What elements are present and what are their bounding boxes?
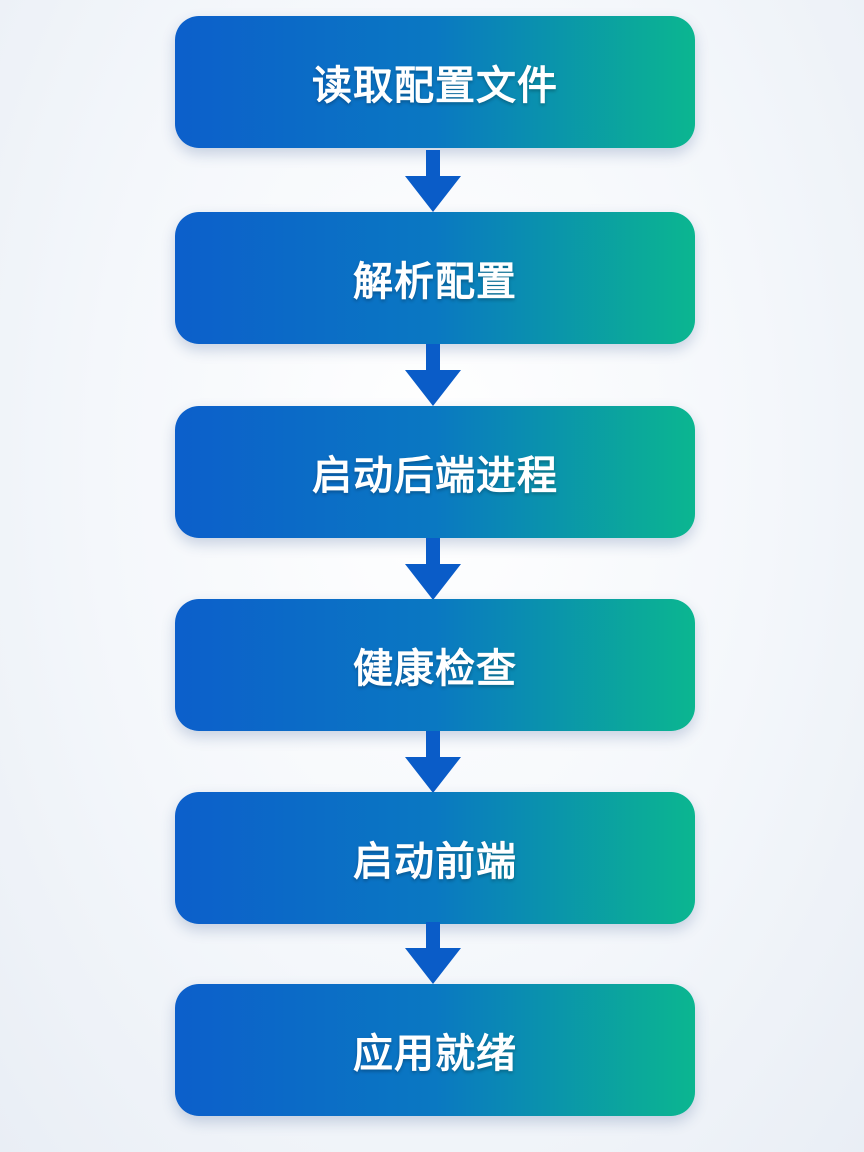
step-app-ready[interactable]: 应用就绪 (175, 984, 695, 1116)
step-read-config-file[interactable]: 读取配置文件 (175, 16, 695, 148)
step-health-check[interactable]: 健康检查 (175, 599, 695, 731)
arrow-down-icon (405, 538, 461, 600)
arrow-down-icon (405, 150, 461, 212)
arrow-down-icon (405, 731, 461, 793)
arrow-down-icon (405, 922, 461, 984)
step-start-frontend[interactable]: 启动前端 (175, 792, 695, 924)
step-label: 启动后端进程 (312, 453, 558, 499)
step-label: 健康检查 (353, 646, 517, 692)
step-label: 解析配置 (353, 259, 517, 305)
arrow-down-icon (405, 344, 461, 406)
step-label: 应用就绪 (353, 1031, 517, 1077)
step-label: 读取配置文件 (312, 63, 558, 109)
step-label: 启动前端 (353, 839, 517, 885)
step-parse-config[interactable]: 解析配置 (175, 212, 695, 344)
step-start-backend-process[interactable]: 启动后端进程 (175, 406, 695, 538)
